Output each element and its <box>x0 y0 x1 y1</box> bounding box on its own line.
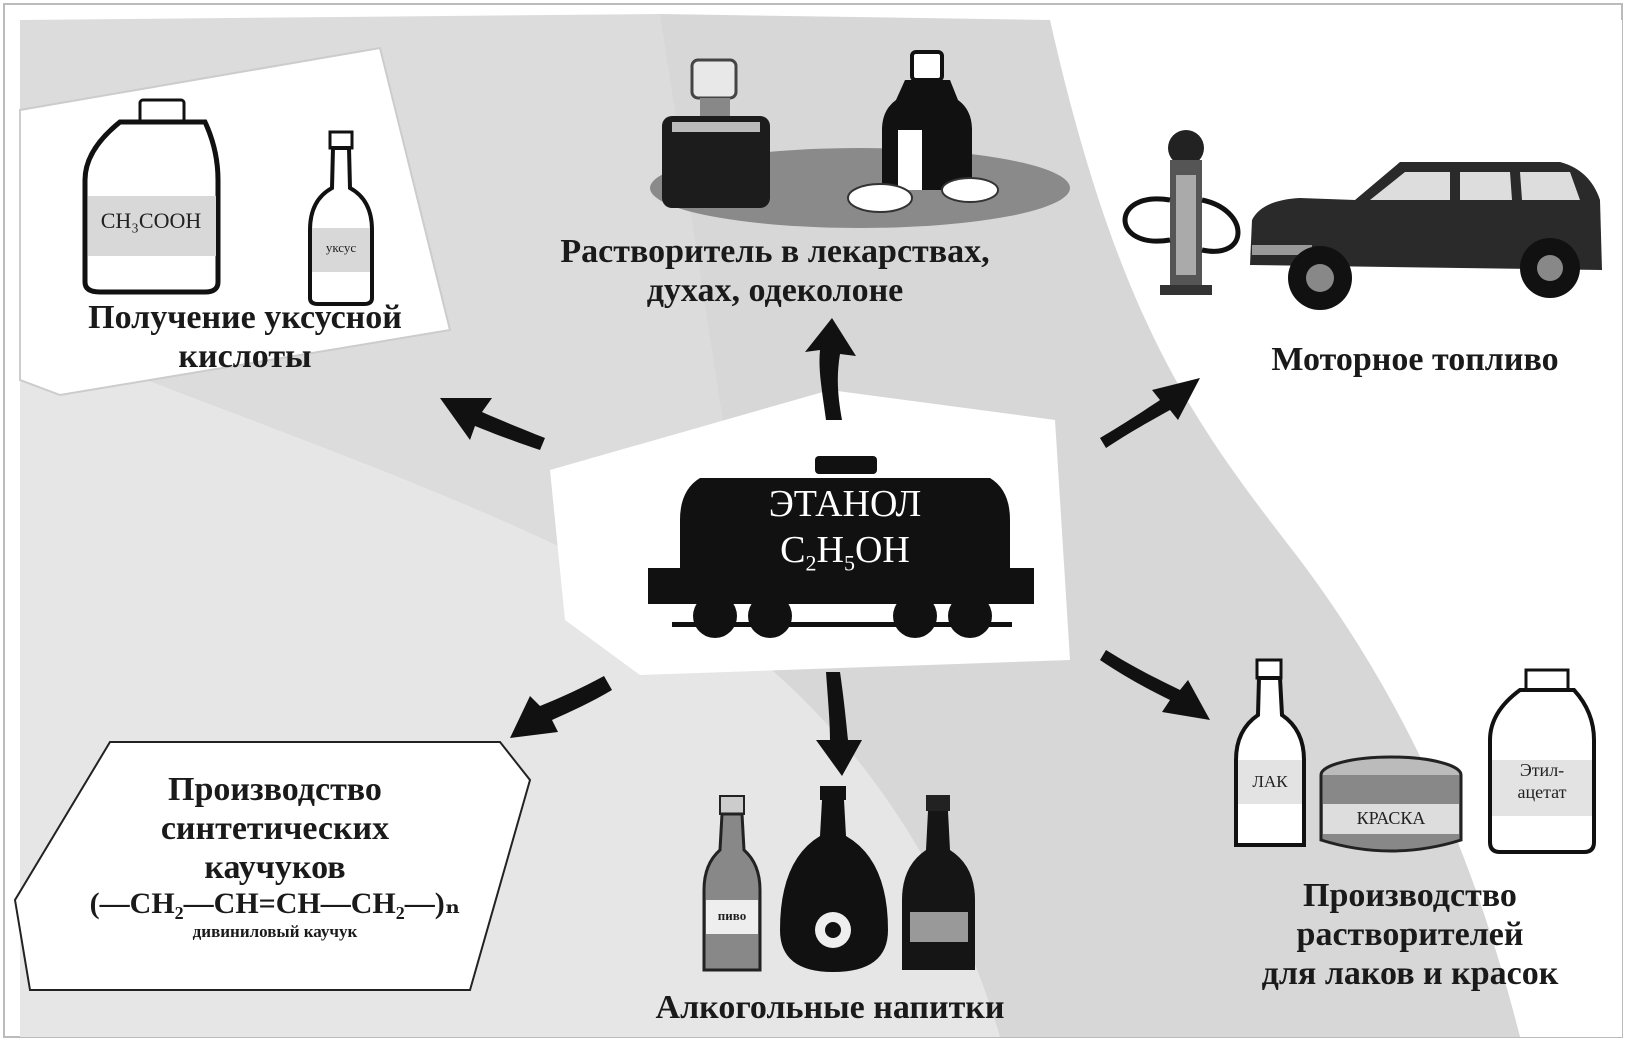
label-alcoholic-drinks: Алкогольные напитки <box>580 988 1080 1027</box>
drink-bottle-beer <box>702 795 762 972</box>
label-solvent-medicine: Растворитель в лекарствах, духах, одекол… <box>505 232 1045 310</box>
ethanol-formula: C2H5OH <box>780 528 910 576</box>
bottle-label-beer: пиво <box>717 908 747 923</box>
panel-rubber <box>13 741 532 991</box>
ethanol-tank-text: ЭТАНОЛ C2H5OH <box>700 482 990 577</box>
label-drinks-line1: Алкогольные напитки <box>655 989 1005 1026</box>
bottle-label-vinegar: уксус <box>325 240 357 255</box>
acetic-bottle-small <box>308 130 374 306</box>
paint-can <box>1319 755 1463 853</box>
arrow-to-fuel <box>1100 378 1200 448</box>
drink-bottle-wine <box>902 795 975 970</box>
label-solvents-production: Производство растворителей для лаков и к… <box>1200 876 1620 993</box>
perfume-bottle-square <box>662 58 770 208</box>
perfume-bottle-tall <box>847 50 999 213</box>
solvent-bottle-ethyl-acetate <box>1488 668 1596 854</box>
label-solvents-line3: для лаков и красок <box>1261 955 1559 993</box>
label-acetic-line1: Получение уксусной <box>88 299 402 336</box>
label-rubber-line1: Производство <box>168 771 382 808</box>
arrow-to-medicine <box>805 318 856 420</box>
solvent-bottle-lacquer <box>1234 658 1306 847</box>
can-label-paint: КРАСКА <box>1356 808 1426 828</box>
fuel-pump <box>1122 130 1241 295</box>
label-solvents-line1: Производство <box>1303 877 1517 914</box>
arrow-to-acetic <box>440 398 545 450</box>
label-acetic-line2: кислоты <box>178 338 312 376</box>
label-synthetic-rubber: Производство синтетических каучуков (—CH… <box>25 770 525 941</box>
label-solvents-line2: растворителей <box>1296 916 1524 954</box>
ethanol-name: ЭТАНОЛ <box>768 483 922 525</box>
car-suv <box>1250 162 1602 310</box>
acetic-bottle-large <box>82 98 221 295</box>
ethyl-acetate-line1: Этил- <box>1519 760 1565 780</box>
label-acetic-acid: Получение уксусной кислоты <box>40 298 450 376</box>
label-medicine-line2: духах, одеколоне <box>646 272 904 310</box>
label-motor-fuel: Моторное топливо <box>1225 340 1605 379</box>
ethyl-acetate-line2: ацетат <box>1517 781 1567 802</box>
ethanol-tank-car <box>648 456 1034 638</box>
arrow-to-rubber <box>510 676 612 738</box>
arrow-to-solvents <box>1100 650 1210 720</box>
label-medicine-line1: Растворитель в лекарствах, <box>560 233 990 270</box>
label-fuel-line1: Моторное топливо <box>1271 341 1559 378</box>
label-rubber-line2: синтетических <box>160 810 390 848</box>
rubber-formula: (—CH₂—CH=CH—CH₂—)ₙ <box>89 887 461 921</box>
bottle-label-ethyl-acetate: Этил- ацетат <box>1492 760 1592 803</box>
bottle-label-acetic-acid: CH₃COOH <box>100 208 202 233</box>
rubber-caption: дивиниловый каучук <box>192 921 358 941</box>
bottle-label-lacquer: ЛАК <box>1252 772 1288 791</box>
arrow-to-drinks <box>816 672 862 776</box>
label-rubber-line3: каучуков <box>204 849 346 887</box>
drink-bottle-cognac <box>780 786 888 972</box>
